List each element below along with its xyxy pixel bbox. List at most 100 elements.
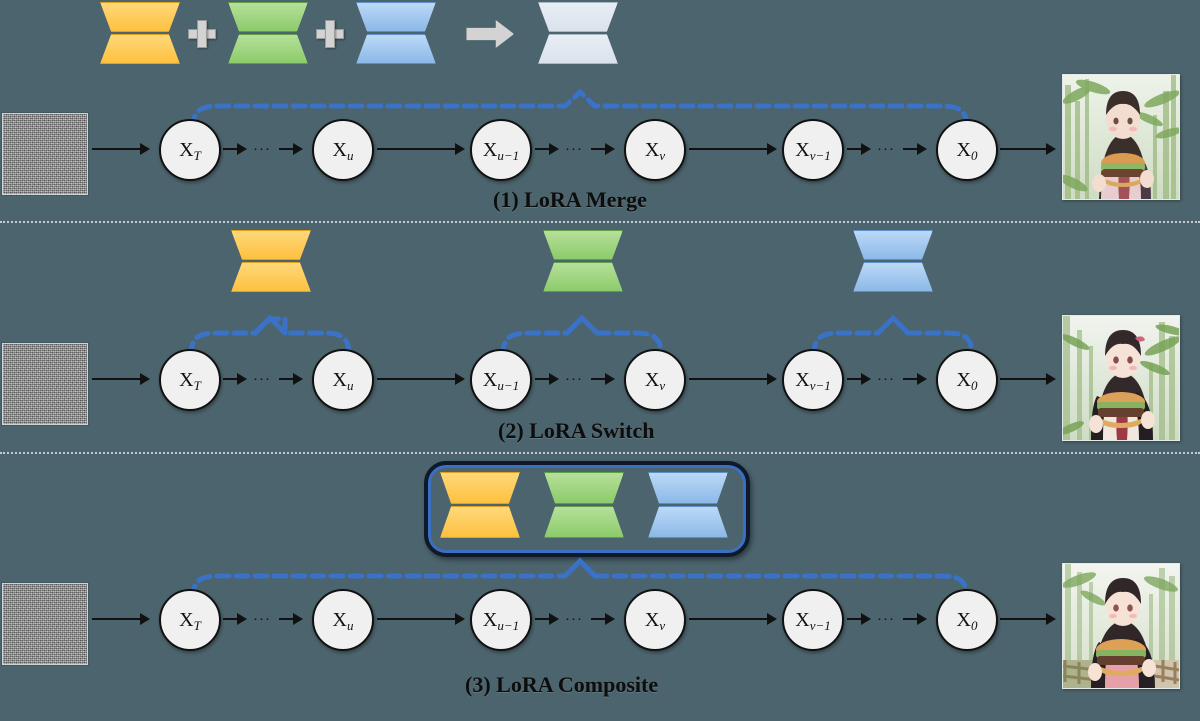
node-sublabel: u xyxy=(346,378,354,393)
plus-icon-2 xyxy=(316,20,344,48)
node-label: X xyxy=(795,139,810,161)
ellipsis-row1-c: ··· xyxy=(877,140,895,157)
plus-icon-1 xyxy=(188,20,216,48)
row2-brace-segment-2 xyxy=(500,314,664,358)
row3-lora-application-brace xyxy=(190,557,970,601)
ellipsis-row3-b: ··· xyxy=(565,610,583,627)
generated-anime-image-row2 xyxy=(1062,315,1180,441)
node-label: X xyxy=(482,609,498,631)
ellipsis-row2-a: ··· xyxy=(253,370,271,387)
node-label: X xyxy=(795,369,810,391)
node-sublabel: v−1 xyxy=(809,378,831,393)
node-sublabel: v xyxy=(659,378,666,393)
lora-top-trapezoid xyxy=(853,230,933,260)
row1-green-lora-adapter xyxy=(228,2,308,64)
row2-blue-lora-adapter xyxy=(853,230,933,292)
node-label: X xyxy=(482,369,498,391)
node-label: X xyxy=(644,609,660,631)
node-label: X xyxy=(956,139,971,161)
lora-top-trapezoid xyxy=(356,2,436,32)
row1-merged-lora-adapter xyxy=(538,2,618,64)
node-sublabel: u xyxy=(346,618,354,633)
row3-blue-lora-adapter xyxy=(648,472,728,538)
ellipsis-row1-b: ··· xyxy=(565,140,583,157)
node-label: X xyxy=(644,139,660,161)
row1-lora-application-brace xyxy=(190,88,970,131)
lora-top-trapezoid xyxy=(544,472,624,504)
node-label: X xyxy=(956,369,971,391)
lora-top-trapezoid xyxy=(100,2,180,32)
row2-brace-segment-3 xyxy=(811,314,975,358)
node-label: X xyxy=(332,139,347,161)
generated-anime-image-row1 xyxy=(1062,74,1180,200)
node-sublabel: 0 xyxy=(970,618,978,633)
gaussian-noise-patch-row1 xyxy=(2,113,88,195)
node-sublabel: v xyxy=(659,148,666,163)
node-label: X xyxy=(179,609,194,631)
node-label: X xyxy=(332,369,347,391)
lora-top-trapezoid xyxy=(648,472,728,504)
node-label: X xyxy=(795,609,810,631)
node-sublabel: T xyxy=(193,378,201,393)
ellipsis-row1-a: ··· xyxy=(253,140,271,157)
lora-bottom-trapezoid xyxy=(440,506,520,538)
gaussian-noise-patch-row3 xyxy=(2,583,88,665)
lora-bottom-trapezoid xyxy=(543,262,623,292)
node-sublabel: 0 xyxy=(970,378,978,393)
row1-yellow-lora-adapter xyxy=(100,2,180,64)
node-label: X xyxy=(179,369,194,391)
row1-blue-lora-adapter xyxy=(356,2,436,64)
composite-group-box xyxy=(424,461,750,557)
lora-bottom-trapezoid xyxy=(648,506,728,538)
ellipsis-row2-b: ··· xyxy=(565,370,583,387)
node-sublabel: u xyxy=(346,148,354,163)
row2-green-lora-adapter xyxy=(543,230,623,292)
row2-brace-segment-1 xyxy=(188,314,352,358)
ellipsis-row2-c: ··· xyxy=(877,370,895,387)
lora-top-trapezoid xyxy=(543,230,623,260)
merge-arrow-icon xyxy=(466,20,514,48)
node-sublabel: v−1 xyxy=(809,618,831,633)
gaussian-noise-patch-row2 xyxy=(2,343,88,425)
node-sublabel: T xyxy=(193,618,201,633)
node-sublabel: u−1 xyxy=(497,378,520,393)
node-sublabel: v xyxy=(659,618,666,633)
lora-top-trapezoid xyxy=(228,2,308,32)
lora-bottom-trapezoid xyxy=(853,262,933,292)
ellipsis-row3-c: ··· xyxy=(877,610,895,627)
node-sublabel: u−1 xyxy=(497,618,520,633)
row3-green-lora-adapter xyxy=(544,472,624,538)
caption-row2: (2) LoRA Switch xyxy=(498,418,655,443)
lora-top-trapezoid xyxy=(440,472,520,504)
ellipsis-row3-a: ··· xyxy=(253,610,271,627)
node-sublabel: u−1 xyxy=(497,148,520,163)
row2-yellow-lora-adapter xyxy=(231,230,311,292)
lora-bottom-trapezoid xyxy=(100,34,180,64)
lora-top-trapezoid xyxy=(538,2,618,32)
lora-bottom-trapezoid xyxy=(544,506,624,538)
node-label: X xyxy=(482,139,498,161)
generated-anime-image-row3 xyxy=(1062,563,1180,689)
lora-top-trapezoid xyxy=(231,230,311,260)
node-label: X xyxy=(332,609,347,631)
row-divider-2 xyxy=(0,452,1200,454)
node-sublabel: T xyxy=(193,148,201,163)
row-divider-1 xyxy=(0,221,1200,223)
node-label: X xyxy=(956,609,971,631)
node-label: X xyxy=(644,369,660,391)
node-sublabel: 0 xyxy=(970,148,978,163)
